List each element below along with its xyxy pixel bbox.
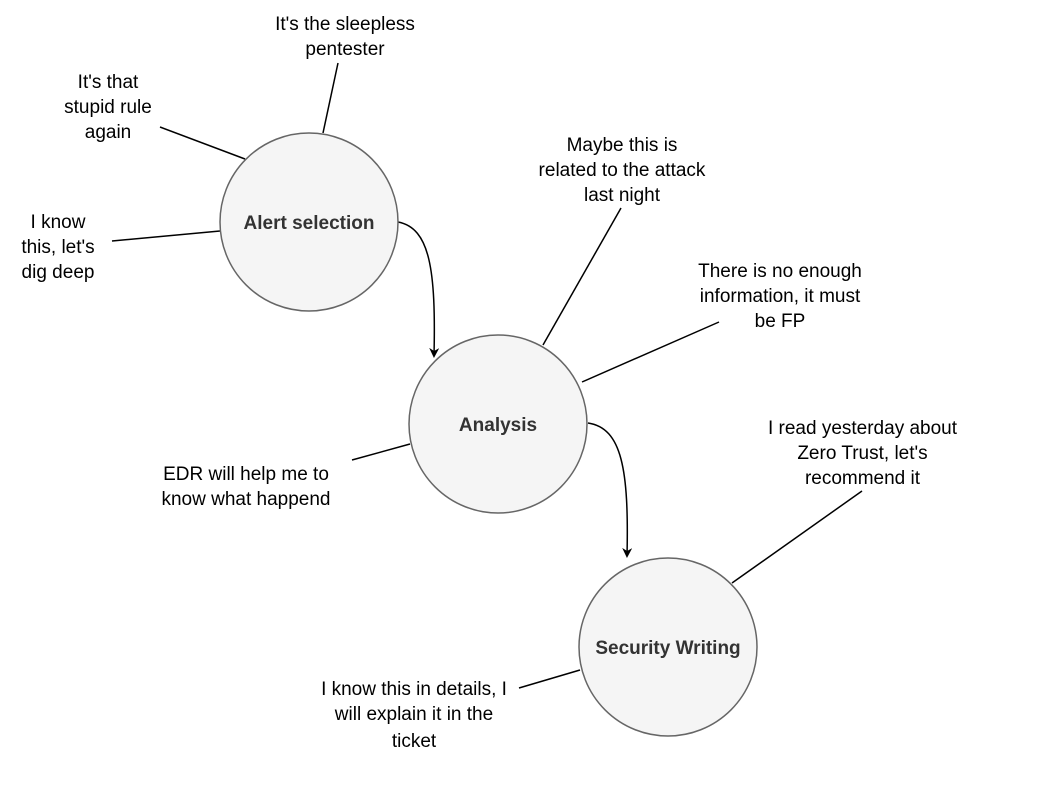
note-zero-trust: I read yesterday about Zero Trust, let's… xyxy=(740,416,985,491)
note-fp: There is no enough information, it must … xyxy=(670,259,890,334)
note-line: Zero Trust, let's xyxy=(797,443,928,464)
node-alert-selection[interactable]: Alert selection xyxy=(219,132,399,312)
node-security-writing[interactable]: Security Writing xyxy=(578,557,758,737)
note-line: this, let's xyxy=(21,237,95,258)
note-line: pentester xyxy=(305,39,385,60)
note-line: EDR will help me to xyxy=(163,464,329,485)
note-details: I know this in details, I will explain i… xyxy=(290,677,538,754)
connector-sleepless xyxy=(322,62,339,134)
connector-edr xyxy=(351,443,411,461)
note-line: I know this in details, I xyxy=(321,679,507,700)
note-line: It's that xyxy=(77,72,139,93)
note-line: stupid rule xyxy=(64,97,152,118)
note-line: There is no enough xyxy=(698,261,862,282)
note-stupid-rule: It's that stupid rule again xyxy=(48,70,168,145)
connector-stupid-rule xyxy=(159,126,246,160)
arrow-analysis-to-writing xyxy=(587,422,633,558)
node-analysis-label: Analysis xyxy=(459,415,537,436)
note-attack: Maybe this is related to the attack last… xyxy=(512,133,732,208)
note-line: related to the attack xyxy=(538,160,706,181)
note-line: will explain it in the xyxy=(334,704,494,725)
note-line: be FP xyxy=(754,311,806,332)
note-edr: EDR will help me to know what happend xyxy=(136,462,356,512)
note-sleepless: It's the sleepless pentester xyxy=(245,12,445,62)
node-analysis[interactable]: Analysis xyxy=(408,334,588,514)
note-line: know what happend xyxy=(161,489,331,510)
connector-fp xyxy=(581,321,720,383)
note-line: again xyxy=(84,122,132,143)
arrow-alert-to-analysis xyxy=(397,221,440,358)
note-line: recommend it xyxy=(804,468,921,489)
node-security-writing-label: Security Writing xyxy=(595,638,740,659)
node-alert-selection-label: Alert selection xyxy=(244,213,375,234)
connector-dig-deep xyxy=(111,230,221,242)
note-line: ticket xyxy=(391,731,437,752)
connector-details xyxy=(518,669,581,689)
note-line: I know xyxy=(30,212,86,233)
note-line: information, it must xyxy=(699,286,861,307)
connector-attack xyxy=(542,207,622,346)
note-line: dig deep xyxy=(21,262,95,283)
note-line: last night xyxy=(583,185,661,206)
note-line: Maybe this is xyxy=(566,135,678,156)
note-line: I read yesterday about xyxy=(767,418,958,439)
note-dig-deep: I know this, let's dig deep xyxy=(8,210,108,285)
note-line: It's the sleepless xyxy=(275,14,415,35)
connector-zero-trust xyxy=(731,490,863,584)
